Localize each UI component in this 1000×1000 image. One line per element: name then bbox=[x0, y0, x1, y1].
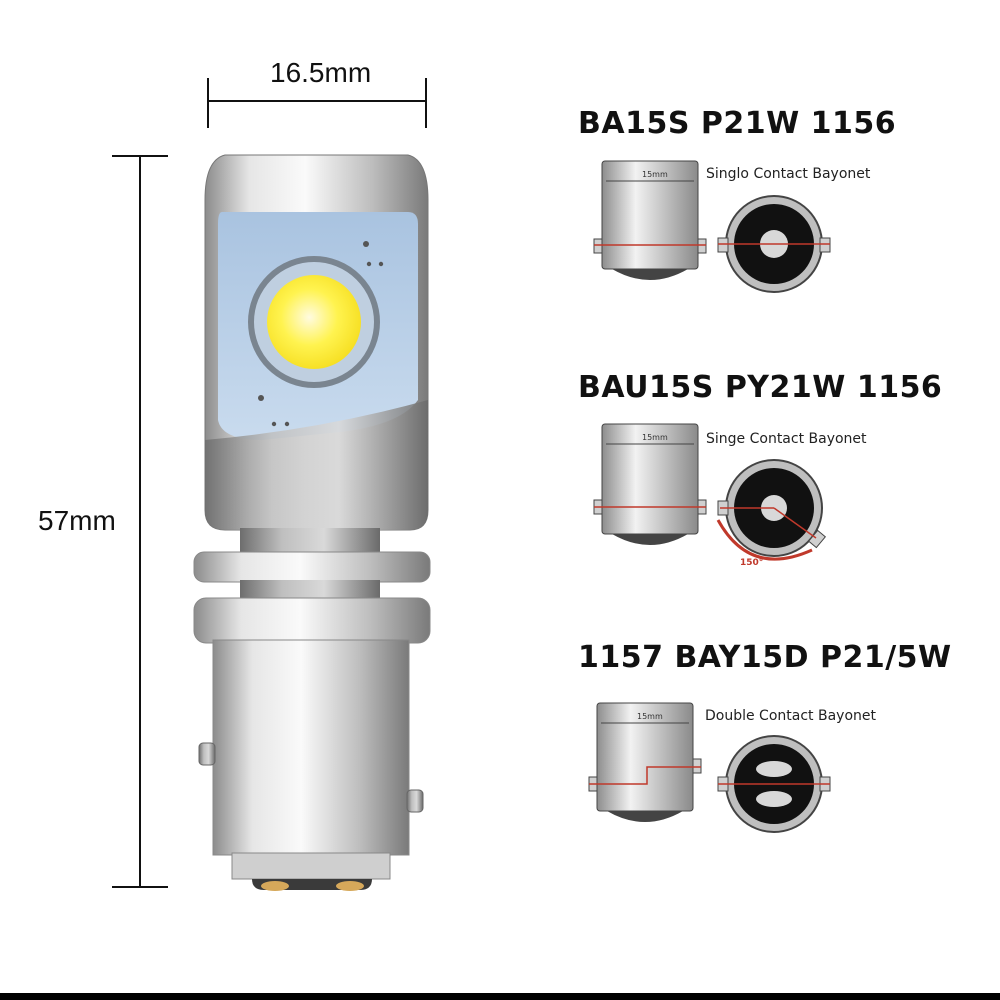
bay15d-base-dim: 15mm bbox=[637, 712, 663, 721]
bay15d-base-diagram: 15mm bbox=[588, 702, 831, 833]
spec-title-bau15s: BAU15S PY21W 1156 bbox=[578, 370, 943, 405]
bau15s-base-diagram: 15mm 150° bbox=[593, 423, 827, 568]
bau15s-base-dim: 15mm bbox=[642, 433, 668, 442]
spec-caption-ba15s: Singlo Contact Bayonet bbox=[706, 166, 871, 182]
ba15s-base-dim: 15mm bbox=[642, 170, 668, 179]
width-dimension-line bbox=[207, 78, 427, 128]
height-label: 57mm bbox=[38, 505, 116, 536]
width-label: 16.5mm bbox=[270, 57, 372, 88]
led-bulb-illustration bbox=[112, 78, 431, 891]
led-chip bbox=[267, 275, 361, 369]
height-dimension-line bbox=[112, 155, 168, 888]
bau15s-angle-label: 150° bbox=[740, 558, 763, 568]
spec-caption-bau15s: Singe Contact Bayonet bbox=[706, 431, 867, 447]
ba15s-base-diagram: 15mm bbox=[593, 160, 831, 293]
bottom-border bbox=[0, 993, 1000, 1000]
spec-title-ba15s: BA15S P21W 1156 bbox=[578, 106, 897, 141]
spec-title-bay15d: 1157 BAY15D P21/5W bbox=[578, 640, 952, 675]
spec-caption-bay15d: Double Contact Bayonet bbox=[705, 708, 876, 724]
